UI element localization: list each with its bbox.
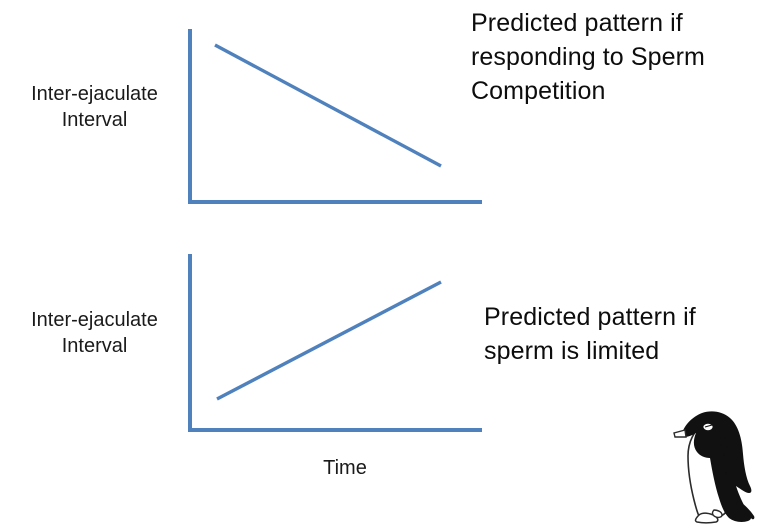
penguin-beak (673, 429, 687, 438)
top-chart-trend-line (214, 43, 442, 168)
penguin-illustration (672, 398, 772, 524)
bottom-chart-callout-text: Predicted pattern if sperm is limited (484, 303, 696, 365)
bottom-chart-axes (188, 254, 482, 432)
penguin-eye-detail (704, 424, 713, 428)
top-chart-callout-text: Predicted pattern if responding to Sperm… (471, 9, 705, 105)
bottom-chart-x-axis-label: Time (323, 457, 367, 479)
penguin-tail (736, 500, 755, 520)
penguin-foot-front (694, 512, 719, 524)
top-chart-axes (188, 29, 482, 204)
top-chart-y-axis-label: Inter-ejaculate Interval (31, 83, 158, 131)
penguin-back-and-head (681, 411, 752, 522)
penguin-icon (673, 411, 755, 524)
bottom-chart-y-axis-label: Inter-ejaculate Interval (31, 309, 158, 357)
bottom-chart-trend-line (216, 280, 442, 401)
penguin-plumage-speckles (720, 436, 730, 474)
penguin-foot-back (711, 509, 723, 519)
